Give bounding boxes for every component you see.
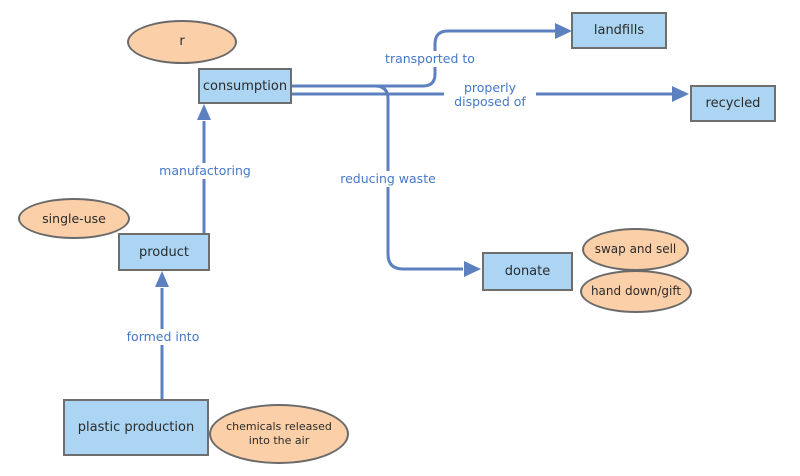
arrowhead-into-consumption xyxy=(197,104,211,120)
arrowhead-into-landfills xyxy=(555,23,572,39)
edge-label-manufactoring: manufactoring xyxy=(156,163,254,179)
node-hand-down-gift-ellipse: hand down/gift xyxy=(580,270,692,313)
node-product: product xyxy=(118,233,210,271)
node-single-use-ellipse: single-use xyxy=(18,198,130,239)
arrowhead-into-recycled xyxy=(672,86,689,102)
edge-label-transported-to: transported to xyxy=(382,51,478,67)
node-r-ellipse: r xyxy=(127,20,237,64)
node-donate: donate xyxy=(482,252,573,291)
node-plastic-production: plastic production xyxy=(63,399,209,456)
edge-label-formed-into: formed into xyxy=(123,329,203,345)
edge-label-properly-disposed-of: properly disposed of xyxy=(444,80,536,110)
node-chemicals-released-ellipse: chemicals released into the air xyxy=(209,404,349,464)
node-swap-and-sell-ellipse: swap and sell xyxy=(582,228,689,271)
edge-label-reducing-waste: reducing waste xyxy=(337,171,439,187)
arrowhead-into-product xyxy=(155,271,169,287)
node-consumption: consumption xyxy=(198,68,292,104)
arrowhead-into-donate xyxy=(464,261,481,277)
node-landfills: landfills xyxy=(571,12,667,49)
node-recycled: recycled xyxy=(690,85,776,122)
